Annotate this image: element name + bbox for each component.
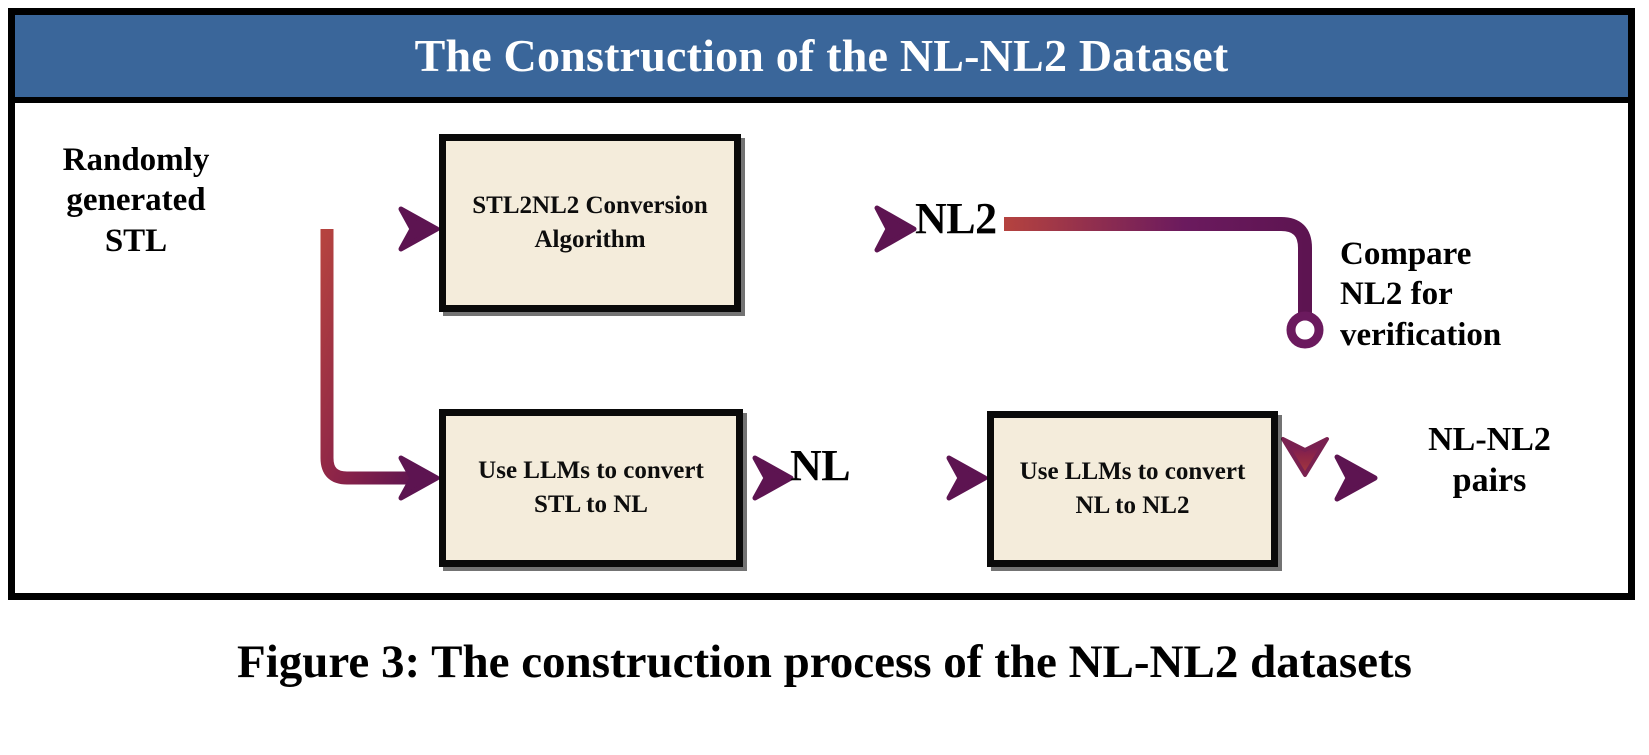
arrowhead-icon-nl-to-box xyxy=(946,455,988,501)
arrowhead-icon-verification xyxy=(1281,437,1329,477)
diagram-panel: The Construction of the NL-NL2 Dataset xyxy=(8,8,1635,600)
process-box-stl2nl2-conversion-algorithm: STL2NL2 Conversion Algorithm xyxy=(439,134,741,312)
edge-nl2-to-junction xyxy=(1004,217,1312,315)
process-box-use-llms-convert-nl-to-nl2: Use LLMs to convert NL to NL2 xyxy=(987,411,1278,567)
circle-junction-icon xyxy=(1286,311,1324,349)
label-randomly-generated-stl: Randomly generated STL xyxy=(62,142,210,259)
process-box-label: STL2NL2 Conversion Algorithm xyxy=(472,191,708,254)
process-box-label: Use LLMs to convert NL to NL2 xyxy=(1019,457,1246,520)
label-nl: NL xyxy=(790,441,851,490)
diagram-title-bar: The Construction of the NL-NL2 Dataset xyxy=(15,15,1628,103)
arrowhead-icon-nl2 xyxy=(874,205,917,253)
edge-source-to-stl2nl xyxy=(320,229,419,485)
arrowhead-icon-output xyxy=(1334,454,1378,502)
label-nl2: NL2 xyxy=(915,194,997,243)
arrowhead-icon-source-top xyxy=(398,206,440,252)
diagram-title: The Construction of the NL-NL2 Dataset xyxy=(414,30,1229,81)
process-box-use-llms-convert-stl-to-nl: Use LLMs to convert STL to NL xyxy=(439,409,743,567)
label-nl-nl2-pairs: NL-NL2 pairs xyxy=(1428,421,1551,500)
arrowhead-icon-nl xyxy=(752,455,794,501)
process-box-label: Use LLMs to convert STL to NL xyxy=(478,456,704,519)
arrowhead-icon-source-bottom xyxy=(398,455,440,501)
label-compare-nl2-for-verification: Compare NL2 for verification xyxy=(1340,236,1502,353)
figure-caption: Figure 3: The construction process of th… xyxy=(237,636,1412,688)
